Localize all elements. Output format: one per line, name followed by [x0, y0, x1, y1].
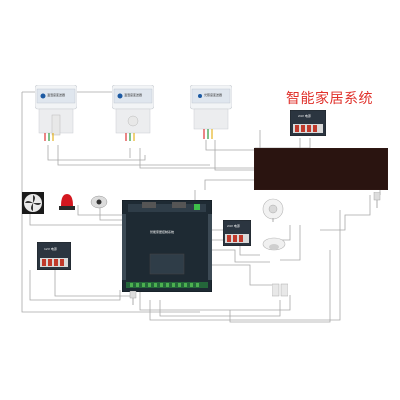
- controller-label: 智能家居控制系统: [150, 230, 175, 234]
- power-supply-24v-top: 24V 电源: [289, 109, 327, 137]
- sensor-temp-humidity-1: 温湿度变送器: [34, 84, 78, 147]
- door-sensor-icon: [271, 283, 289, 297]
- dome-camera: [90, 193, 108, 209]
- led-display-panel: [253, 147, 389, 191]
- sensor-temp-humidity-2: 温湿度变送器: [111, 84, 155, 147]
- power-supply-icon: [36, 241, 72, 271]
- diagram-title: 智能家居系统: [286, 91, 373, 107]
- ceiling-sensor: [262, 236, 286, 254]
- sensor-1-label: 温湿度变送器: [47, 93, 66, 97]
- sensor-body-icon: [189, 84, 233, 139]
- sensor-body-icon: [34, 84, 78, 141]
- plug-icon: [129, 290, 137, 305]
- smoke-detector-icon: [262, 198, 284, 222]
- door-magnetic-sensor: [271, 282, 289, 298]
- led-panel-icon: [253, 147, 389, 191]
- plug-led: [372, 191, 382, 208]
- camera-icon: [90, 195, 108, 209]
- ceiling-sensor-icon: [262, 237, 286, 251]
- fan-icon: [22, 192, 44, 214]
- sensor-2-label: 温湿度变送器: [124, 93, 143, 97]
- sensor-3-label: 光照度变送器: [204, 93, 223, 97]
- power-supply-icon: [289, 109, 327, 137]
- power-supply-24v-mid: 24V 电源: [222, 219, 252, 247]
- exhaust-fan: [22, 192, 44, 214]
- main-controller: 智能家居控制系统: [121, 199, 213, 293]
- psu-mid-label: 24V 电源: [227, 224, 240, 228]
- plug-controller: [128, 290, 138, 305]
- smoke-detector: [262, 198, 284, 222]
- power-supply-12v: 12V 电源: [36, 241, 72, 271]
- sensor-body-icon: [111, 84, 155, 141]
- psu-top-label: 24V 电源: [298, 114, 311, 118]
- alarm-siren: [58, 191, 76, 211]
- controller-icon: [121, 199, 213, 293]
- sensor-illuminance: 光照度变送器: [189, 84, 233, 147]
- plug-icon: [373, 191, 381, 208]
- siren-icon: [59, 194, 75, 210]
- psu-left-label: 12V 电源: [44, 247, 57, 251]
